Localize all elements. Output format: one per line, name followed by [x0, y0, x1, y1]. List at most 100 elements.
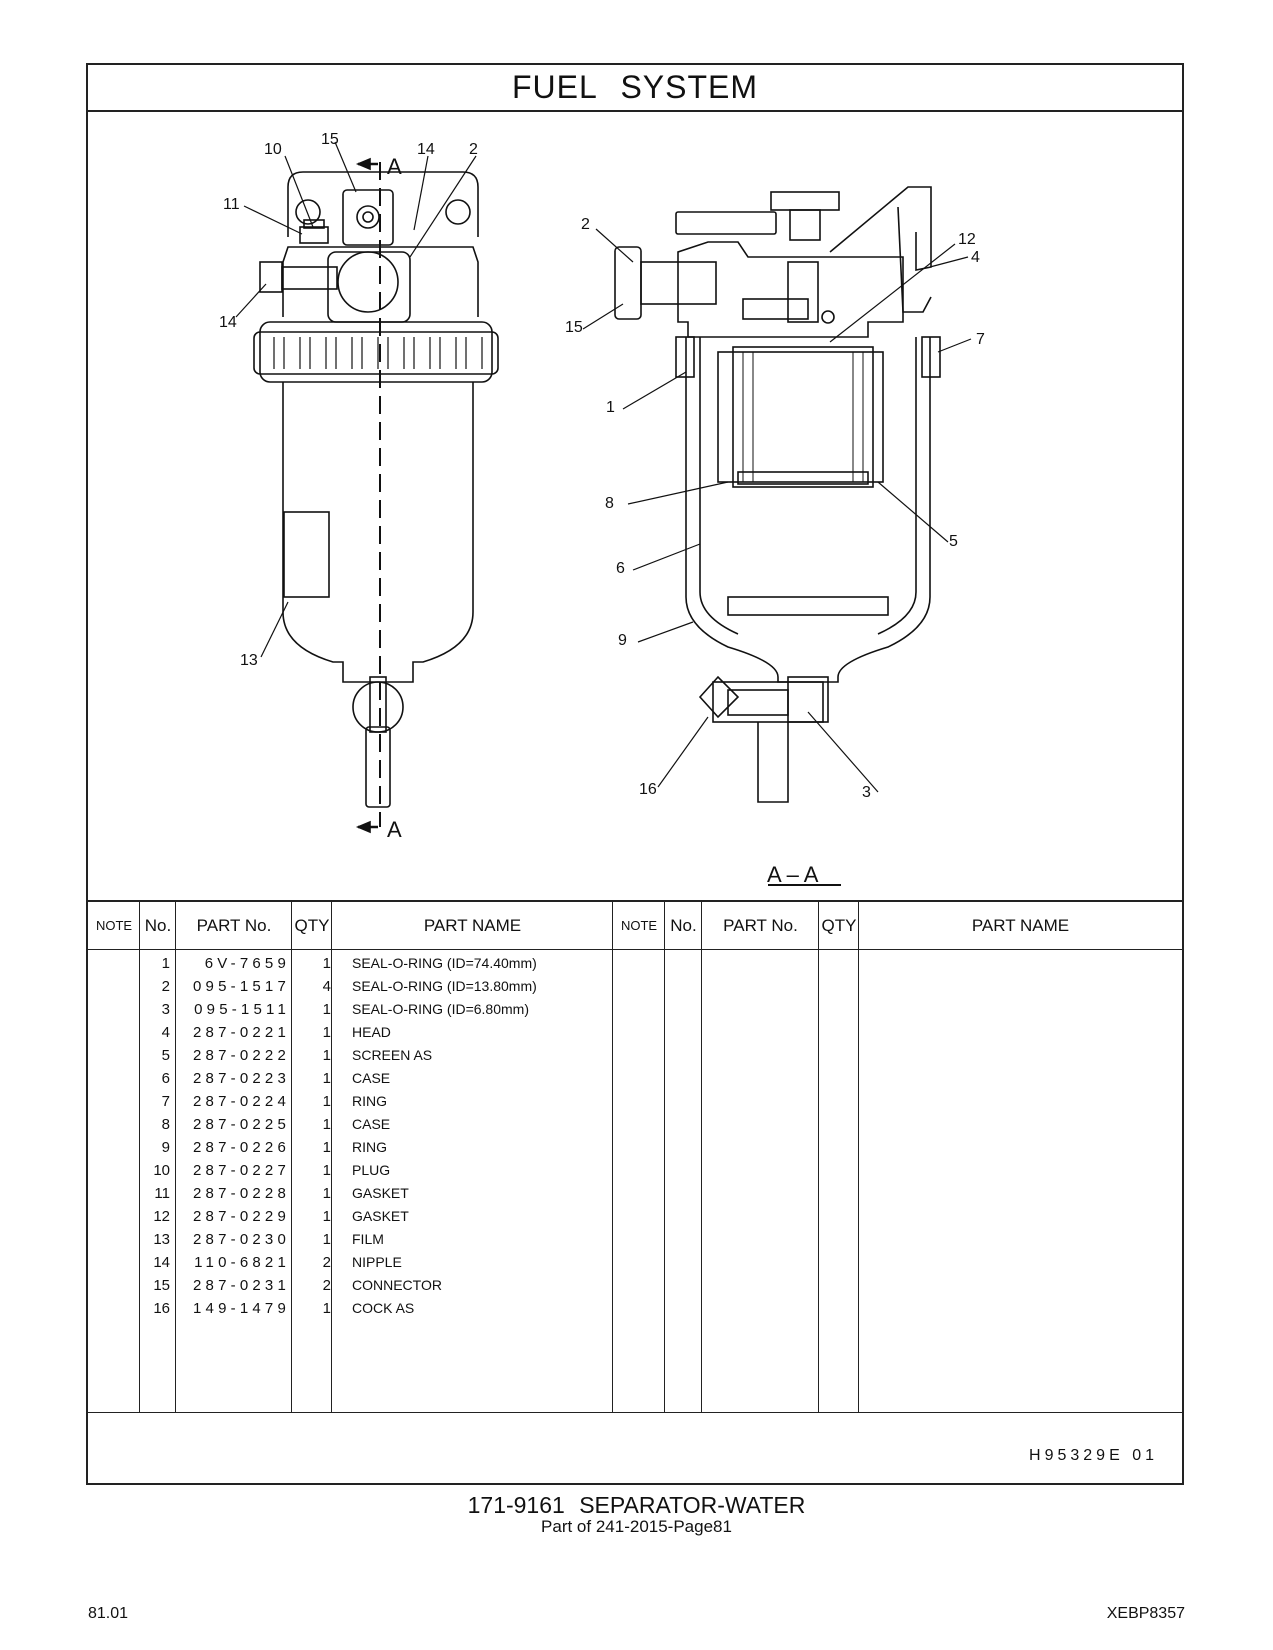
col-partno-left	[176, 902, 292, 1412]
callout-4: 4	[971, 249, 980, 266]
row-part-name: CONNECTOR	[352, 1277, 442, 1293]
row-part-number: 095-1517	[193, 978, 290, 995]
assembly-subtitle: Part of 241-2015-Page81	[541, 1517, 732, 1536]
external-view	[235, 141, 499, 834]
header-no-2: No.	[670, 915, 697, 935]
col-note-right	[613, 902, 665, 1412]
row-quantity: 1	[322, 1047, 331, 1064]
row-quantity: 1	[322, 1185, 331, 1202]
row-number: 2	[161, 978, 170, 995]
row-number: 6	[161, 1070, 170, 1087]
header-no: No.	[144, 915, 172, 935]
callout-16: 16	[639, 781, 657, 798]
row-part-name: PLUG	[352, 1162, 391, 1178]
header-divider	[88, 949, 1182, 950]
drawing-number: H95329E 01	[1029, 1447, 1158, 1464]
callout-2-left: 2	[469, 141, 478, 158]
row-part-name: RING	[352, 1139, 387, 1155]
row-part-name: HEAD	[352, 1024, 391, 1040]
row-part-name: GASKET	[352, 1185, 409, 1201]
row-part-number: 287-0226	[193, 1139, 290, 1156]
header-note: NOTE	[95, 918, 133, 933]
row-part-name: FILM	[352, 1231, 384, 1247]
header-qty-2: QTY	[821, 915, 857, 935]
section-view	[582, 186, 972, 886]
row-number: 1	[161, 955, 170, 972]
col-note-left	[88, 902, 140, 1412]
callout-12: 12	[958, 231, 976, 248]
col-no-right	[665, 902, 702, 1412]
exploded-drawing: 10 15 14 2 11 14 13 A A 12 2 4 15 7 1 8 …	[88, 112, 1182, 900]
row-quantity: 1	[322, 1162, 331, 1179]
row-part-name: SEAL-O-RING (ID=6.80mm)	[352, 1001, 529, 1017]
row-quantity: 2	[322, 1254, 331, 1271]
col-name-left	[332, 902, 613, 1412]
row-number: 14	[153, 1254, 170, 1271]
table-row: 7 287-0224 1 RING	[88, 1093, 1182, 1116]
row-part-name: RING	[352, 1093, 387, 1109]
row-part-number: 287-0223	[193, 1070, 290, 1087]
row-number: 3	[161, 1001, 170, 1018]
row-part-number: 287-0231	[193, 1277, 290, 1294]
row-number: 15	[153, 1277, 170, 1294]
col-qty-right	[819, 902, 859, 1412]
page-number: 81.01	[88, 1605, 129, 1622]
callout-10: 10	[264, 141, 282, 158]
table-row: 8 287-0225 1 CASE	[88, 1116, 1182, 1139]
table-row: 15 287-0231 2 CONNECTOR	[88, 1277, 1182, 1300]
row-part-name: SCREEN AS	[352, 1047, 433, 1063]
row-quantity: 1	[322, 1093, 331, 1110]
parts-sheet-frame: FUEL SYSTEM	[86, 63, 1184, 1485]
row-part-number: 287-0224	[193, 1093, 290, 1110]
row-quantity: 1	[322, 1139, 331, 1156]
callout-14-top: 14	[417, 141, 435, 158]
callout-9: 9	[618, 632, 627, 649]
callout-6: 6	[616, 560, 625, 577]
row-number: 13	[153, 1231, 170, 1248]
callout-13: 13	[240, 652, 258, 669]
row-quantity: 1	[322, 1001, 331, 1018]
row-part-number: 287-0230	[193, 1231, 290, 1248]
row-number: 11	[154, 1185, 170, 1202]
header-part-no-2: PART No.	[723, 915, 798, 935]
row-quantity: 1	[322, 1116, 331, 1133]
header-qty: QTY	[294, 915, 330, 935]
row-part-number: 287-0222	[193, 1047, 290, 1064]
row-number: 8	[161, 1116, 170, 1133]
col-no-left	[140, 902, 176, 1412]
row-part-name: GASKET	[352, 1208, 409, 1224]
callout-8: 8	[605, 495, 614, 512]
header-part-name: PART NAME	[423, 915, 522, 935]
row-quantity: 1	[322, 1024, 331, 1041]
row-quantity: 1	[322, 1070, 331, 1087]
section-arrow-bottom: A	[387, 817, 402, 842]
row-quantity: 1	[322, 1231, 331, 1248]
col-partno-right	[702, 902, 819, 1412]
callout-1: 1	[606, 399, 615, 416]
sheet-title: FUEL SYSTEM	[88, 65, 1182, 112]
row-part-name: SEAL-O-RING (ID=74.40mm)	[352, 955, 537, 971]
callout-15-right: 15	[565, 319, 583, 336]
row-part-number: 149-1479	[193, 1300, 290, 1317]
row-quantity: 4	[322, 978, 331, 995]
header-part-name-2: PART NAME	[971, 915, 1070, 935]
row-part-name: CASE	[352, 1116, 391, 1132]
section-arrow-top: A	[387, 154, 402, 179]
row-number: 7	[161, 1093, 170, 1110]
row-quantity: 2	[322, 1277, 331, 1294]
row-part-number: 095-1511	[194, 1001, 290, 1018]
table-bottom-divider	[88, 1412, 1182, 1413]
document-code: XEBP8357	[1106, 1605, 1185, 1622]
row-part-number: 287-0225	[193, 1116, 290, 1133]
col-qty-left	[292, 902, 332, 1412]
parts-table: NOTE No. PART No. QTY PART NAME NOTE No.…	[88, 900, 1182, 1481]
table-row: 3 095-1511 1 SEAL-O-RING (ID=6.80mm)	[88, 1001, 1182, 1024]
